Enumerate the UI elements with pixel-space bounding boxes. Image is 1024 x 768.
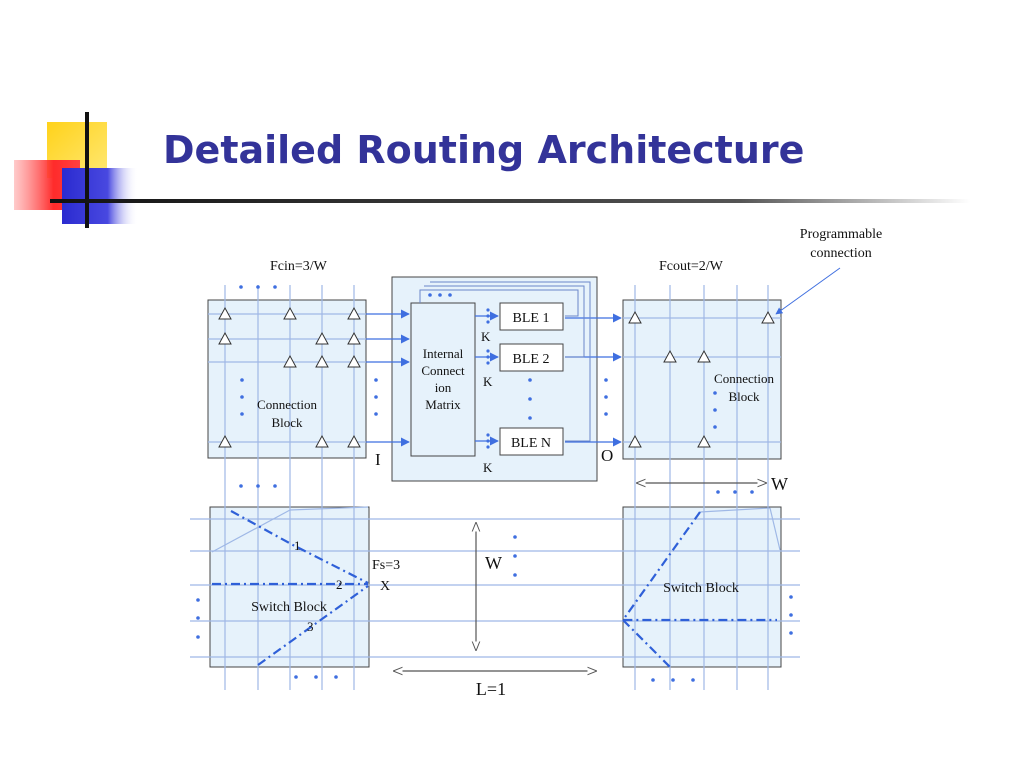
input-label: I	[375, 450, 381, 469]
programmable-connection-label-1: Programmable	[800, 227, 882, 242]
ble-n-label: BLE N	[511, 436, 551, 451]
right-switch-block	[622, 506, 782, 668]
k-label-3: K	[483, 460, 493, 475]
channel-width-label-top: W	[771, 474, 788, 494]
matrix-label-4: Matrix	[425, 397, 461, 412]
x-label: X	[380, 579, 390, 594]
vertical-rule	[85, 112, 89, 228]
ellipsis-dots	[196, 285, 793, 682]
left-connection-block	[207, 299, 367, 459]
left-connection-block-label-1: Connection	[257, 397, 317, 412]
ble-2-box	[499, 343, 564, 372]
switch-path-1-label: 1	[294, 538, 301, 553]
matrix-label-1: Internal	[423, 346, 464, 361]
fs-label: Fs=3	[372, 558, 400, 573]
slide-title: Detailed Routing Architecture	[163, 128, 805, 172]
switch-path-2-label: 2	[336, 577, 343, 592]
right-connection-block-label-2: Block	[728, 389, 760, 404]
feedback-wires	[419, 281, 591, 442]
ble-n-box	[499, 427, 564, 456]
k-label-1: K	[481, 329, 491, 344]
matrix-label-2: Connect	[421, 363, 465, 378]
right-switch-block-label: Switch Block	[663, 581, 739, 596]
matrix-label-3: ion	[435, 380, 452, 395]
internal-matrix-box	[410, 302, 476, 457]
output-label: O	[601, 446, 613, 465]
ble-2-label: BLE 2	[513, 352, 550, 367]
channel-width-label-mid: W	[485, 553, 502, 573]
ble-1-box	[499, 302, 564, 331]
switch-path-3-label: 3	[307, 619, 314, 634]
fcin-label: Fcin=3/W	[270, 259, 328, 274]
routing-wires	[190, 285, 800, 690]
segment-length-label: L=1	[476, 679, 506, 699]
blue-square	[62, 168, 138, 224]
programmable-switches	[218, 306, 775, 448]
programmable-connection-label-2: connection	[810, 246, 871, 261]
left-switch-block-label: Switch Block	[251, 600, 327, 615]
k-label-2: K	[483, 374, 493, 389]
right-connection-block	[622, 299, 782, 460]
fcout-label: Fcout=2/W	[659, 259, 724, 274]
switch-paths	[212, 510, 777, 668]
right-connection-block-label-1: Connection	[714, 371, 774, 386]
horizontal-rule	[50, 199, 970, 203]
dimension-arrows	[394, 483, 766, 671]
ble-1-label: BLE 1	[513, 311, 550, 326]
left-connection-block-label-2: Block	[271, 415, 303, 430]
title-ornament	[14, 112, 970, 228]
